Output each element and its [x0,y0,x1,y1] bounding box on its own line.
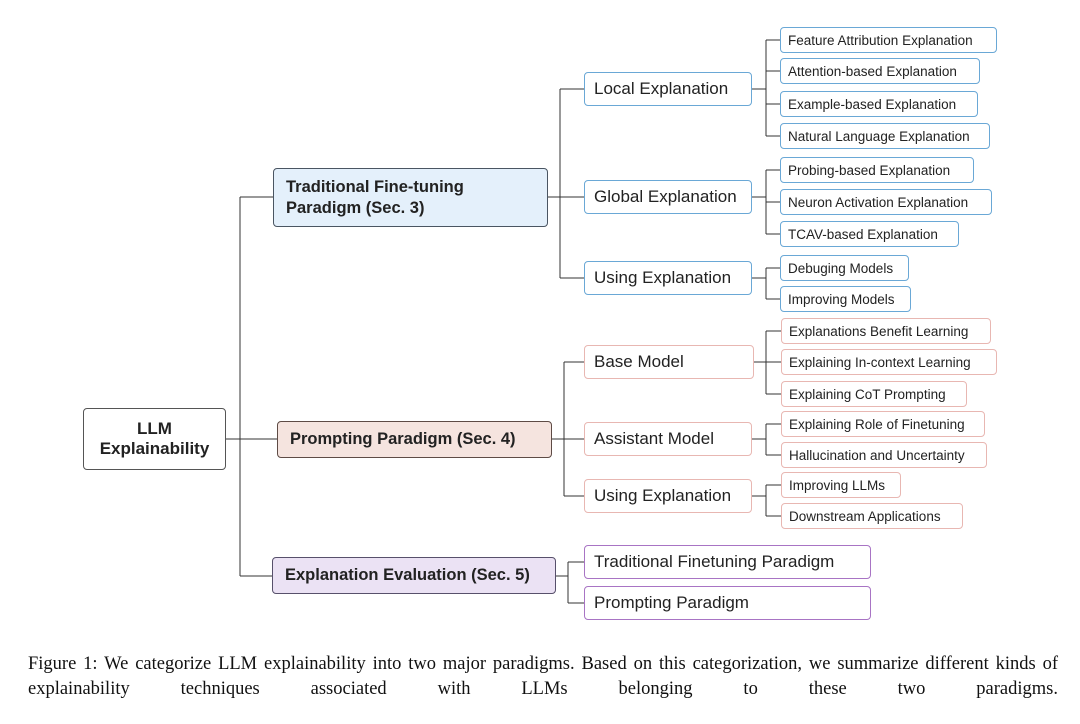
leaf-label: Explaining In-context Learning [789,354,971,370]
prompting-paradigm-node: Prompting Paradigm (Sec. 4) [277,421,552,458]
leaf-label: Example-based Explanation [788,96,957,112]
leaf-improving-llms: Improving LLMs [781,472,901,498]
connector-lines [226,39,781,604]
leaf-downstream-applications: Downstream Applications [781,503,963,529]
evaluation-paradigm-node: Explanation Evaluation (Sec. 5) [272,557,556,594]
leaf-label: Improving Models [788,291,895,307]
prompting-paradigm-label: Prompting Paradigm (Sec. 4) [290,430,516,449]
using-explanation-traditional-node: Using Explanation [584,261,752,295]
base-model-label: Base Model [594,352,684,371]
global-explanation-node: Global Explanation [584,180,752,214]
taxonomy-diagram: LLM Explainability Traditional Fine-tuni… [83,27,997,620]
leaf-explaining-cot-prompting: Explaining CoT Prompting [781,381,967,407]
leaf-label: Explaining Role of Finetuning [789,416,965,432]
assistant-model-node: Assistant Model [584,422,752,456]
leaf-hallucination-and-uncertainty: Hallucination and Uncertainty [781,442,987,468]
leaf-label: Neuron Activation Explanation [788,194,969,210]
leaf-label: Feature Attribution Explanation [788,32,973,48]
leaf-tcav-based: TCAV-based Explanation [780,221,959,247]
eval-item-label: Traditional Finetuning Paradigm [594,552,835,571]
local-explanation-label: Local Explanation [594,79,729,98]
eval-item-label: Prompting Paradigm [594,593,749,612]
assistant-model-label: Assistant Model [594,429,714,448]
using-explanation-traditional-label: Using Explanation [594,268,732,287]
leaf-label: Improving LLMs [789,477,886,493]
leaf-explaining-role-of-finetuning: Explaining Role of Finetuning [781,411,985,437]
leaf-label: Hallucination and Uncertainty [789,447,965,463]
leaf-explanations-benefit-learning: Explanations Benefit Learning [781,318,991,344]
leaf-label: Explaining CoT Prompting [789,386,946,402]
eval-prompting-paradigm-node: Prompting Paradigm [584,586,871,620]
leaf-explaining-in-context-learning: Explaining In-context Learning [781,349,997,375]
leaf-label: Natural Language Explanation [788,128,970,144]
eval-traditional-finetuning-node: Traditional Finetuning Paradigm [584,545,871,579]
leaf-label: Explanations Benefit Learning [789,323,969,339]
traditional-paradigm-line1: Traditional Fine-tuning [286,177,464,196]
leaf-label: Downstream Applications [789,508,941,524]
using-explanation-prompting-label: Using Explanation [594,486,732,505]
leaf-probing-based: Probing-based Explanation [780,157,974,183]
leaf-example-based: Example-based Explanation [780,91,978,117]
leaf-label: Debuging Models [788,260,894,276]
leaf-feature-attribution: Feature Attribution Explanation [780,27,997,53]
figure-caption: Figure 1: We categorize LLM explainabili… [28,654,1058,699]
leaf-label: TCAV-based Explanation [788,226,938,242]
leaf-debuging-models: Debuging Models [780,255,909,281]
local-explanation-node: Local Explanation [584,72,752,106]
leaf-attention-based: Attention-based Explanation [780,58,980,84]
root-line1: LLM [137,418,172,438]
leaf-label: Probing-based Explanation [788,162,951,178]
leaf-improving-models: Improving Models [780,286,911,312]
traditional-paradigm-node: Traditional Fine-tuning Paradigm (Sec. 3… [273,168,548,227]
leaf-natural-language: Natural Language Explanation [780,123,990,149]
using-explanation-prompting-node: Using Explanation [584,479,752,513]
leaf-label: Attention-based Explanation [788,63,957,79]
root-line2: Explainability [99,439,210,458]
leaf-neuron-activation: Neuron Activation Explanation [780,189,992,215]
base-model-node: Base Model [584,345,754,379]
evaluation-paradigm-label: Explanation Evaluation (Sec. 5) [285,566,530,585]
global-explanation-label: Global Explanation [594,187,737,206]
root-node: LLM Explainability [83,408,226,470]
traditional-paradigm-line2: Paradigm (Sec. 3) [286,198,425,217]
